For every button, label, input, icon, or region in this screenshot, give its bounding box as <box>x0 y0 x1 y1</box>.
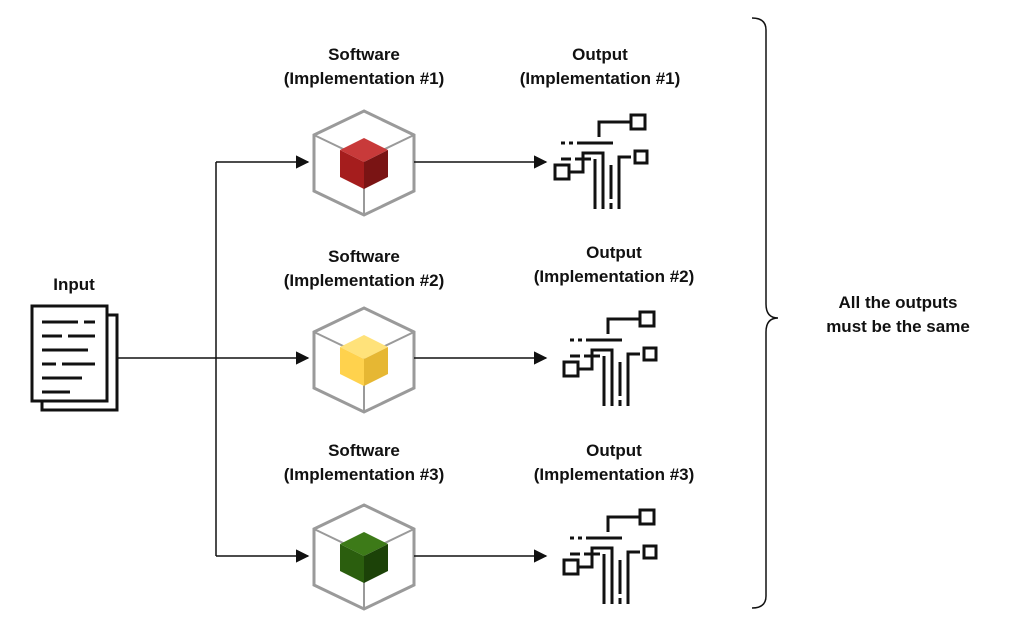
software-box-icon <box>312 306 416 414</box>
circuit-output-icon <box>553 113 649 209</box>
software-label-3-line2: (Implementation #3) <box>284 465 445 484</box>
software-label-3-line1: Software <box>328 441 400 460</box>
software-label-1-line2: (Implementation #1) <box>284 69 445 88</box>
output-label-1-line1: Output <box>572 45 628 64</box>
input-connectors <box>118 155 310 563</box>
output-label-1-line2: (Implementation #1) <box>520 69 681 88</box>
implementation-row-3: Software (Implementation #3) Output (Imp… <box>284 441 695 611</box>
output-label-3-line1: Output <box>586 441 642 460</box>
document-icon <box>30 304 119 412</box>
output-label-3-line2: (Implementation #3) <box>534 465 695 484</box>
circuit-output-icon <box>562 508 658 604</box>
input-label: Input <box>53 275 95 294</box>
implementation-row-1: Software (Implementation #1) Output (Imp… <box>284 45 681 217</box>
software-box-icon <box>312 109 416 217</box>
circuit-output-icon <box>562 310 658 406</box>
right-curly-brace <box>751 17 779 609</box>
software-box-icon <box>312 503 416 611</box>
software-label-2-line1: Software <box>328 247 400 266</box>
conclusion-line1: All the outputs <box>839 293 958 312</box>
implementation-row-2: Software (Implementation #2) Output (Imp… <box>284 243 695 414</box>
software-label-1-line1: Software <box>328 45 400 64</box>
software-label-2-line2: (Implementation #2) <box>284 271 445 290</box>
conclusion-line2: must be the same <box>826 317 970 336</box>
output-label-2-line2: (Implementation #2) <box>534 267 695 286</box>
output-label-2-line1: Output <box>586 243 642 262</box>
